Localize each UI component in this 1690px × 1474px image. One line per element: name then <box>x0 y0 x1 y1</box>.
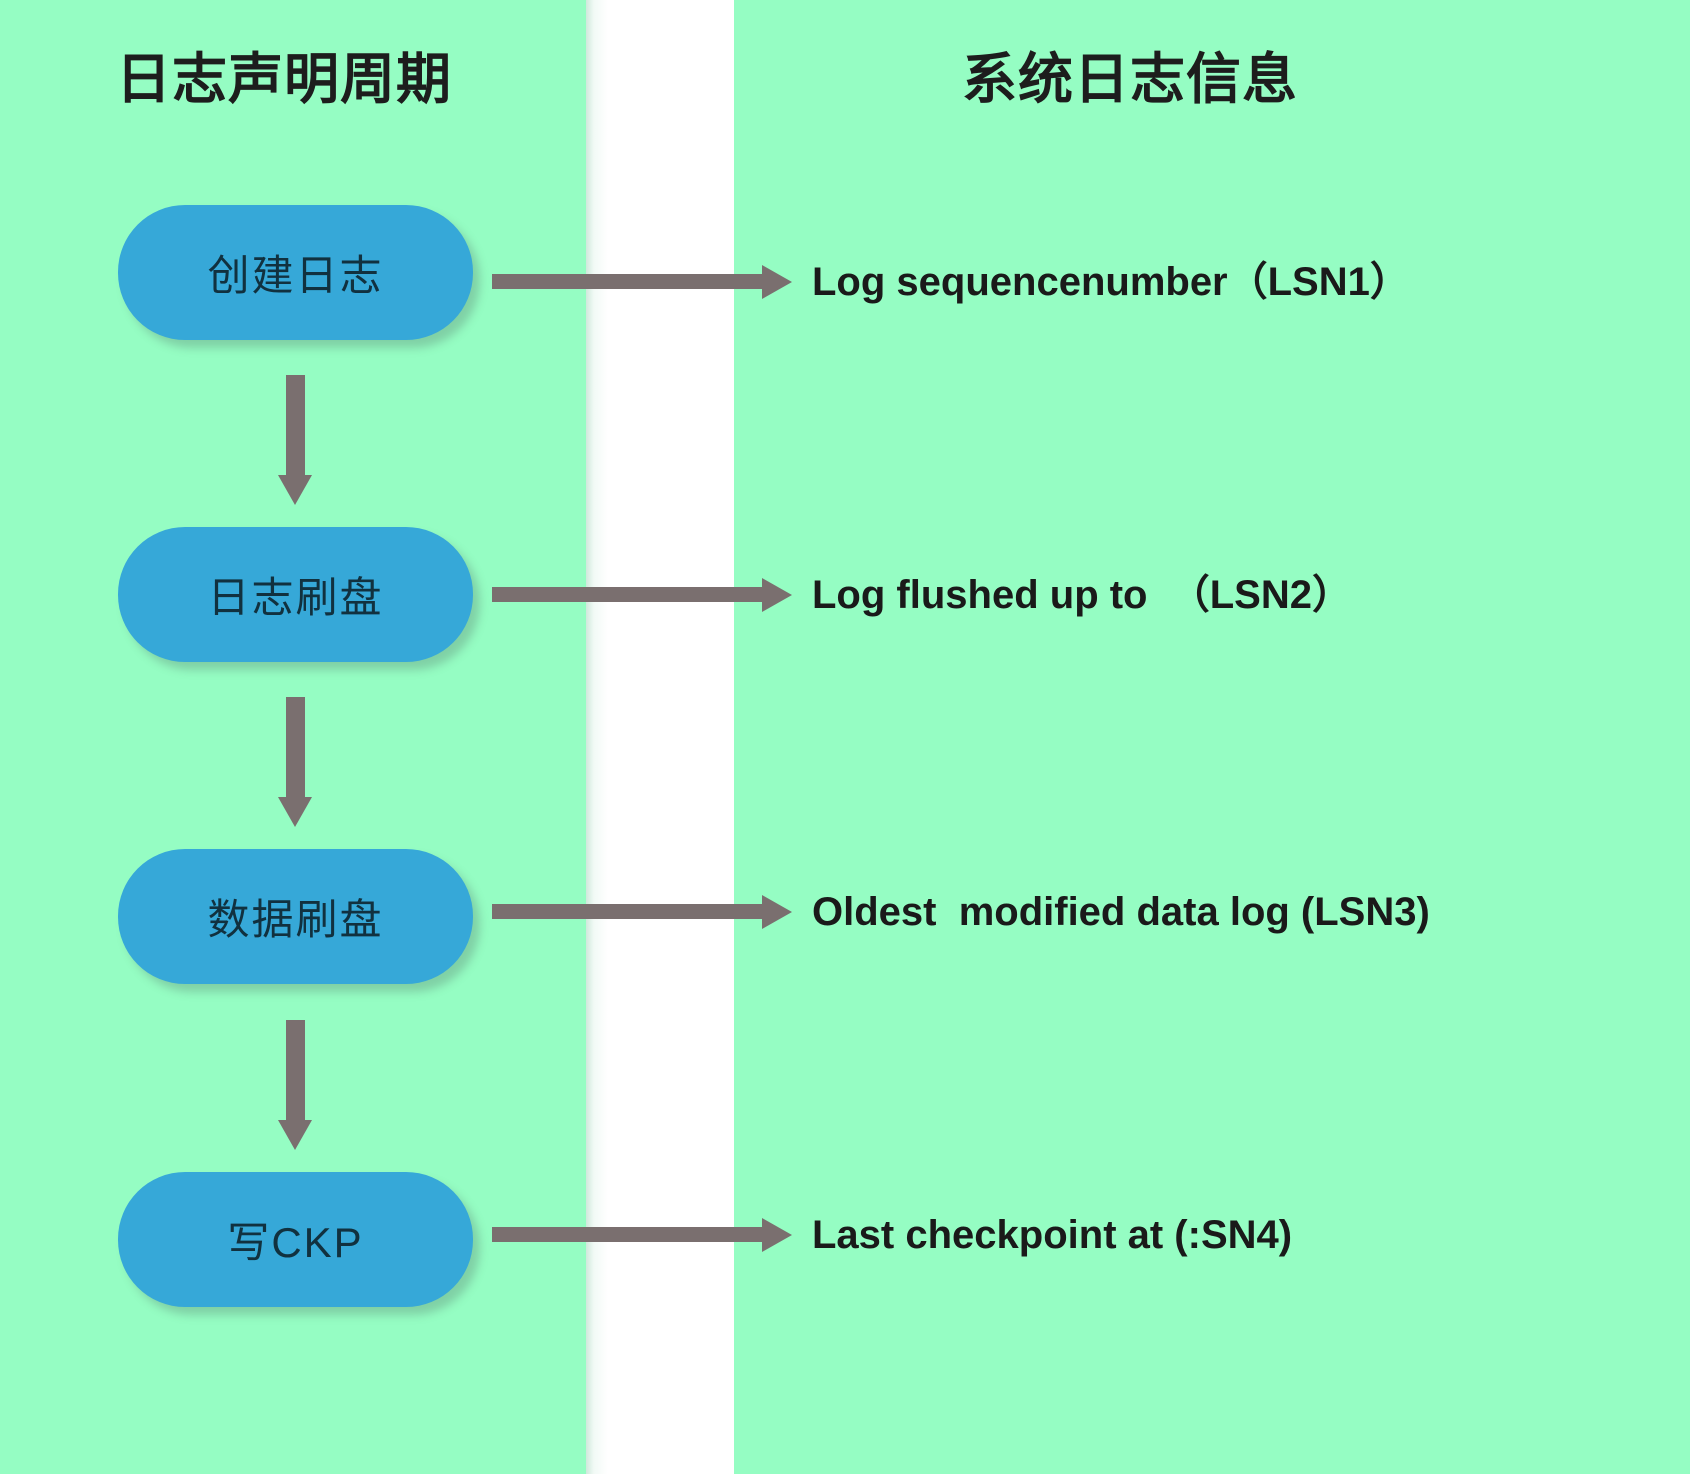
down-arrow-icon <box>278 1020 312 1150</box>
right-arrow-icon <box>492 265 792 299</box>
flow-node-label: 写CKP <box>227 1219 364 1266</box>
arrow-shaft <box>492 274 764 289</box>
right-arrow-icon <box>492 1218 792 1252</box>
log-message-lsn2: Log flushed up to （LSN2） <box>812 573 1352 617</box>
right-arrow-icon <box>492 895 792 929</box>
flow-node-log-flush[interactable]: 日志刷盘 <box>118 527 473 662</box>
arrow-shaft <box>492 1227 764 1242</box>
right-column-background <box>730 0 1690 1474</box>
log-message-sn4: Last checkpoint at (:SN4) <box>812 1213 1293 1257</box>
arrow-head <box>762 265 792 299</box>
column-divider-band <box>586 0 734 1474</box>
down-arrow-icon <box>278 697 312 827</box>
flow-node-write-ckp[interactable]: 写CKP <box>118 1172 473 1307</box>
log-message-lsn1: Log sequencenumber（LSN1） <box>812 260 1410 304</box>
right-arrow-icon <box>492 578 792 612</box>
arrow-head <box>278 475 312 505</box>
arrow-head <box>278 1120 312 1150</box>
arrow-shaft <box>286 697 305 797</box>
arrow-head <box>762 578 792 612</box>
arrow-shaft <box>286 1020 305 1120</box>
flow-node-label: 数据刷盘 <box>207 896 384 943</box>
flow-node-label: 创建日志 <box>207 252 384 299</box>
left-column-title: 日志声明周期 <box>116 48 453 110</box>
arrow-shaft <box>492 587 764 602</box>
arrow-shaft <box>286 375 305 475</box>
arrow-head <box>762 895 792 929</box>
down-arrow-icon <box>278 375 312 505</box>
log-message-lsn3: Oldest modified data log (LSN3) <box>812 890 1430 934</box>
arrow-head <box>278 797 312 827</box>
arrow-head <box>762 1218 792 1252</box>
right-column-title: 系统日志信息 <box>962 48 1299 110</box>
flow-node-create-log[interactable]: 创建日志 <box>118 205 473 340</box>
arrow-shaft <box>492 904 764 919</box>
flow-node-label: 日志刷盘 <box>207 574 384 621</box>
flow-node-data-flush[interactable]: 数据刷盘 <box>118 849 473 984</box>
